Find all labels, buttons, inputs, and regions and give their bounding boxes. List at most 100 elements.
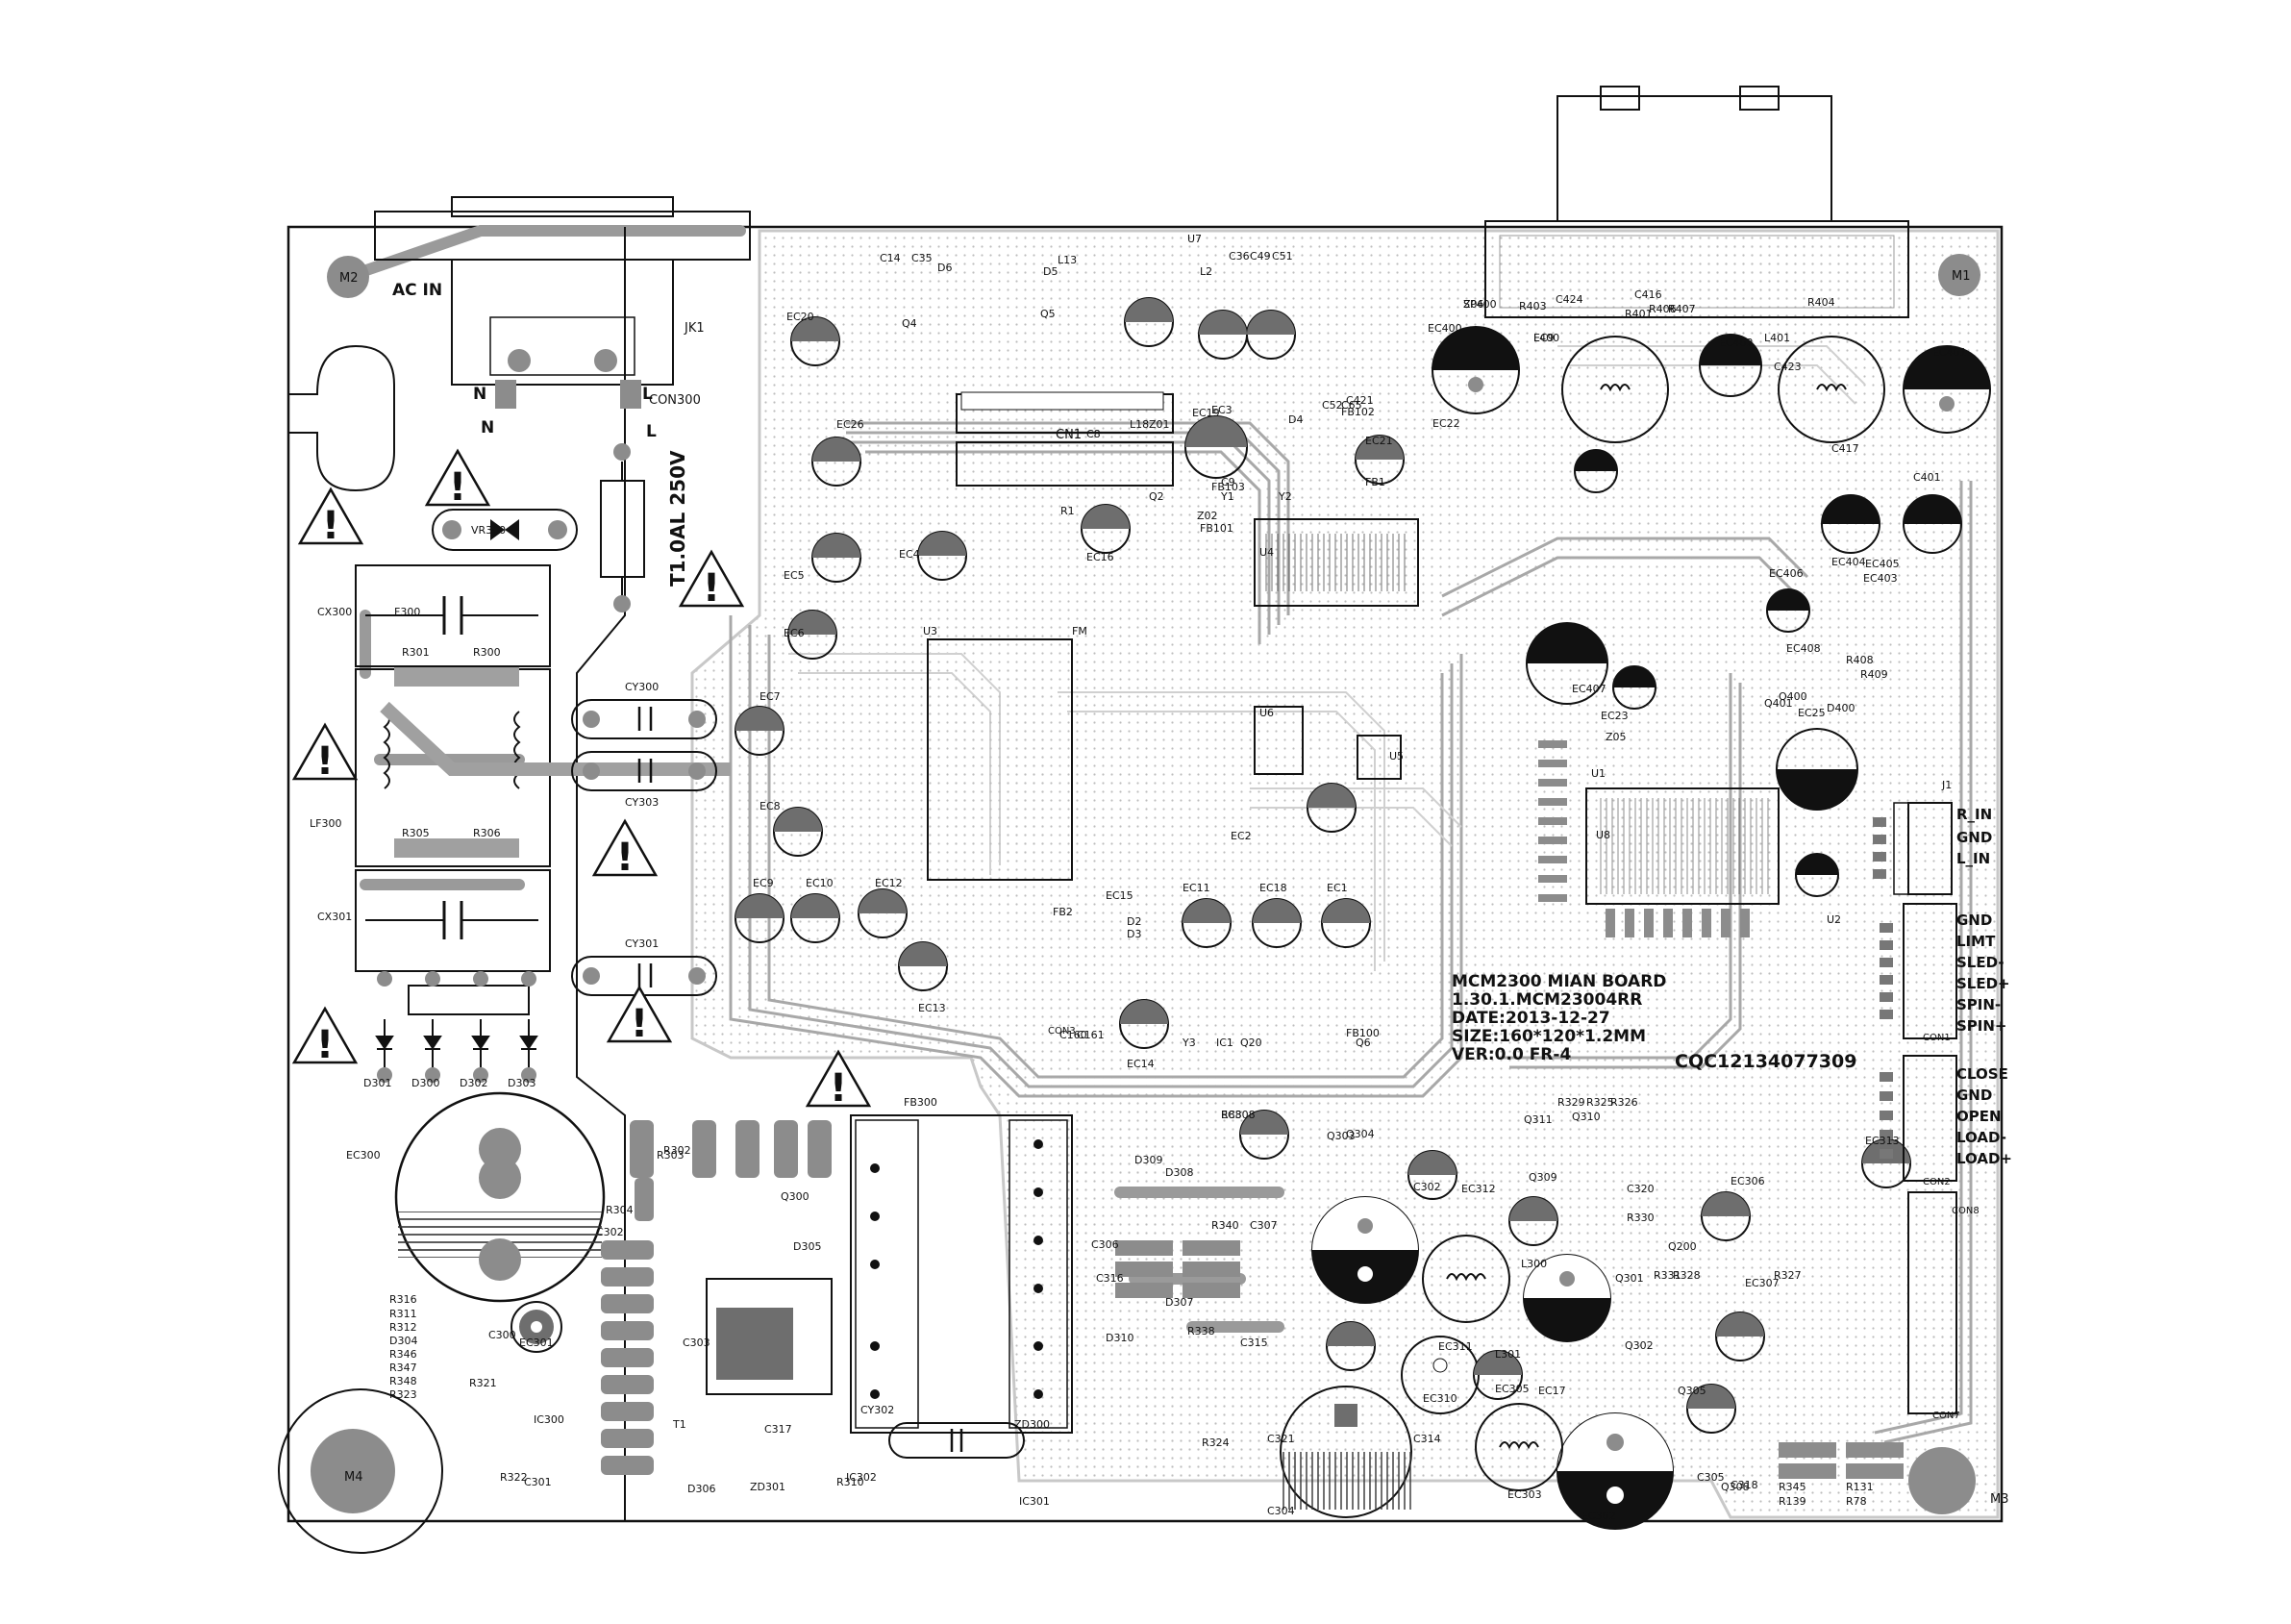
label-con8: CON8 — [1952, 1206, 1980, 1216]
warning-glyph: ! — [316, 739, 334, 784]
ref-designator: C300 — [488, 1329, 516, 1341]
ref-designator: L300 — [1521, 1258, 1547, 1270]
ref-designator: C303 — [683, 1337, 710, 1349]
ref-designator: C14 — [880, 252, 901, 264]
ref-designator: R78 — [1846, 1495, 1867, 1508]
ref-designator: L18 — [1130, 418, 1149, 431]
label-con7: CON7 — [1932, 1411, 1960, 1421]
ref-designator: Q6 — [1356, 1037, 1371, 1049]
ref-designator: FB103 — [1211, 481, 1245, 493]
ref-designator: EC305 — [1495, 1383, 1530, 1395]
connector-labels: JK1 CON300 CN1 CON1 CON2 J1 CON8 CON7 CO… — [649, 321, 1980, 1421]
ref-designator: C161 — [1077, 1029, 1105, 1041]
ref-designator: L2 — [1200, 265, 1212, 278]
ref-designator: IC302 — [846, 1471, 877, 1484]
ref-designator: EC302 — [1581, 1510, 1616, 1522]
ref-designator: R131 — [1846, 1481, 1874, 1493]
ref-designator: EC21 — [1365, 435, 1393, 447]
ref-designator: FB102 — [1341, 406, 1375, 418]
ref-designator: Q305 — [1678, 1385, 1706, 1397]
l301-inductor — [1422, 1235, 1510, 1323]
label-con300: CON300 — [649, 393, 701, 408]
ic-u3 — [1357, 735, 1402, 780]
ref-designator: Q200 — [1668, 1240, 1697, 1253]
warning-glyph: ! — [830, 1066, 847, 1111]
ref-designator: D301 — [363, 1077, 391, 1089]
ref-designator: D303 — [508, 1077, 535, 1089]
con2-pin-label: CLOSE — [1956, 1065, 2008, 1083]
ref-designator: D4 — [1288, 413, 1303, 426]
ref-designator: EC404 — [1831, 556, 1866, 568]
ref-designator: EC12 — [875, 877, 903, 889]
ref-designator: C315 — [1240, 1337, 1268, 1349]
ref-designator: EC2 — [1231, 830, 1252, 842]
resistor-bank-primary — [601, 1120, 832, 1475]
board-serial: CQC12134077309 — [1675, 1051, 1856, 1072]
warning-triangles — [291, 448, 872, 1108]
ref-designator: LF300 — [310, 817, 341, 830]
ref-designator: R303 — [657, 1149, 685, 1162]
board-title-line-4: SIZE:160*120*1.2MM — [1452, 1027, 1646, 1046]
ic-u4 — [1254, 706, 1304, 775]
line-filter-lf300 — [355, 667, 731, 867]
ref-designator: EC7 — [760, 690, 781, 703]
ref-designator: C35 — [911, 252, 933, 264]
ref-designator: D305 — [793, 1240, 821, 1253]
ref-designator: C424 — [1556, 293, 1583, 306]
ref-designator: EC313 — [1865, 1135, 1900, 1147]
cap-cx301 — [355, 869, 551, 972]
board-title-block: MCM2300 MIAN BOARD 1.30.1.MCM23004RR DAT… — [1452, 972, 1666, 1064]
mounting-hole-m3 — [1908, 1447, 1976, 1514]
ref-designator: C160 — [1059, 1029, 1087, 1041]
ref-designator: R409 — [1860, 668, 1888, 681]
ec303-capacitor — [1556, 1412, 1674, 1530]
warning-glyph: ! — [631, 1002, 648, 1046]
ref-designator: L301 — [1495, 1348, 1521, 1361]
ref-designator: Q4 — [902, 317, 917, 330]
ref-designator: FB300 — [904, 1096, 937, 1109]
ref-designator: R322 — [500, 1471, 528, 1484]
ic-u1 — [927, 638, 1073, 881]
ref-designator: Q300 — [781, 1190, 809, 1203]
mounting-hole-m1 — [1938, 254, 1980, 296]
ref-designator: EC4 — [899, 548, 920, 561]
mount-labels: M1 M2 M3 M4 — [339, 269, 2009, 1507]
ref-designator: R326 — [1610, 1096, 1638, 1109]
ref-designator: R323 — [389, 1388, 417, 1401]
connector-cn1 — [956, 391, 1174, 487]
con1-pin-label: SPIN+ — [1956, 1017, 2007, 1035]
ref-designator: EC26 — [836, 418, 864, 431]
ref-designator: EC306 — [1731, 1175, 1765, 1187]
ref-designator: D306 — [687, 1483, 715, 1495]
ref-designator: EC13 — [918, 1002, 946, 1014]
ec302-capacitor — [1280, 1386, 1412, 1518]
con2-pin-label: LOAD+ — [1956, 1150, 2012, 1167]
ref-designator: Q304 — [1346, 1128, 1375, 1140]
ref-designator: U7 — [1187, 233, 1202, 245]
ref-designator: L401 — [1764, 332, 1790, 344]
ref-designator: C307 — [1250, 1219, 1278, 1232]
mount-label-m3: M3 — [1990, 1492, 2009, 1507]
ref-designator: R321 — [469, 1377, 497, 1389]
ref-designator: Q308 — [1721, 1481, 1750, 1493]
bridge-rectifier — [375, 971, 538, 1083]
switch-q300 — [706, 1278, 833, 1395]
ref-designator: R331 — [1654, 1269, 1681, 1282]
mount-label-m2: M2 — [339, 271, 359, 286]
ref-designator: EC23 — [1601, 710, 1629, 722]
ref-designator: R328 — [1673, 1269, 1701, 1282]
connector-con2 — [1903, 1055, 1957, 1182]
ref-designator: C321 — [1267, 1433, 1295, 1445]
ref-designator: D6 — [937, 262, 952, 274]
label-j1: J1 — [1941, 779, 1952, 791]
mount-label-m1: M1 — [1952, 269, 1971, 284]
ref-designator: EC312 — [1461, 1183, 1496, 1195]
ref-designator: R1 — [1060, 505, 1075, 517]
ref-designator: U6 — [1259, 707, 1274, 719]
ec311-capacitor — [1523, 1254, 1611, 1342]
ref-designator: U8 — [1596, 829, 1610, 841]
ref-designator: EC10 — [806, 877, 834, 889]
ref-designator: C302 — [596, 1226, 624, 1238]
